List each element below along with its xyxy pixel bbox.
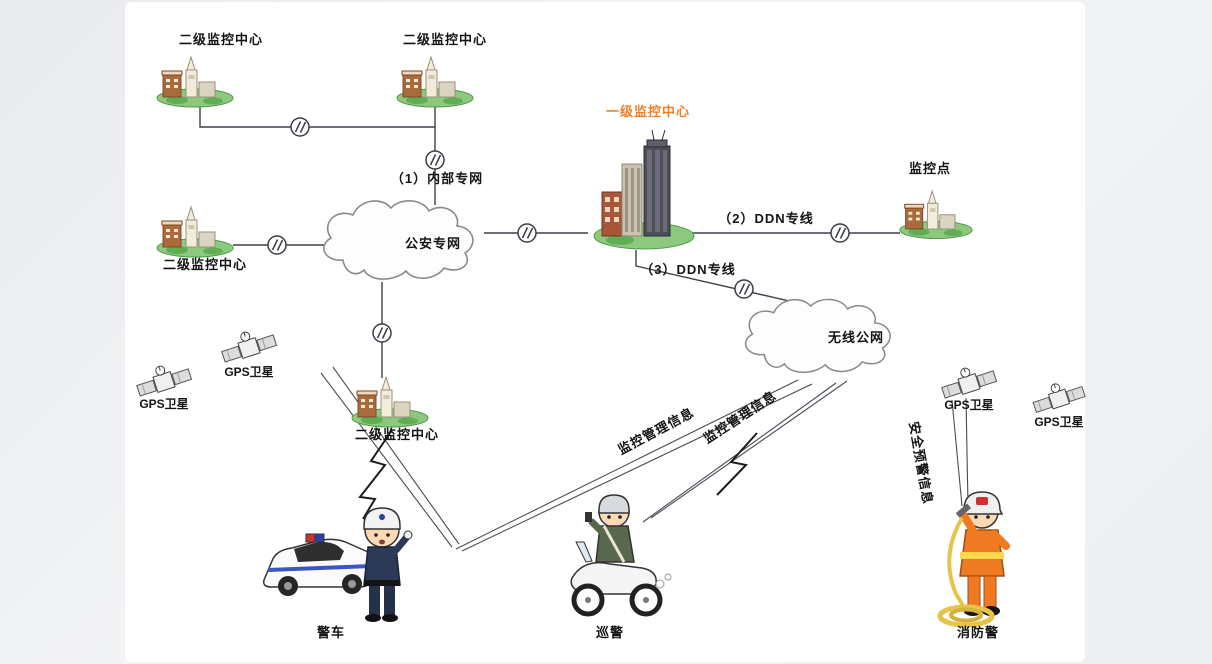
label-secondary-center-2: 二级监控中心 xyxy=(402,32,488,47)
label-wireless-cloud: 无线公网 xyxy=(827,330,885,345)
label-gps-satellite-1: GPS卫星 xyxy=(139,397,189,411)
gps-satellite-icon xyxy=(1029,375,1087,415)
lightning-bolt-icon xyxy=(358,429,393,520)
modem-icon xyxy=(267,235,287,255)
firefighter-illustration xyxy=(937,491,1010,628)
modem-icon xyxy=(830,223,850,243)
label-secondary-center-1: 二级监控中心 xyxy=(178,32,264,47)
label-monitoring-point: 监控点 xyxy=(908,161,952,176)
gps-satellite-icon xyxy=(217,322,278,365)
primary-center-building-icon xyxy=(593,129,695,250)
label-ddn-line-3: （3）DDN专线 xyxy=(640,262,736,277)
label-secondary-center-3: 二级监控中心 xyxy=(162,257,248,272)
monitoring-point-building-icon xyxy=(899,190,973,239)
secondary-center-building-icon xyxy=(351,376,429,428)
modem-icon xyxy=(372,323,392,343)
patrol-officer-illustration xyxy=(570,494,672,617)
secondary-center-building-icon xyxy=(156,206,234,258)
police-car-icon xyxy=(262,533,376,596)
modem-icon xyxy=(290,117,310,137)
label-secondary-center-4: 二级监控中心 xyxy=(354,427,440,442)
label-police-cloud: 公安专网 xyxy=(404,236,462,251)
secondary-center-building-icon xyxy=(156,56,234,108)
label-gps-satellite-3: GPS卫星 xyxy=(944,398,994,412)
label-ddn-line-2: （2）DDN专线 xyxy=(718,211,814,226)
secondary-center-building-icon xyxy=(396,56,474,108)
label-primary-center: 一级监控中心 xyxy=(605,104,691,119)
lightning-bolt-icon xyxy=(716,432,758,496)
gps-satellite-icon xyxy=(937,358,998,401)
modem-icon xyxy=(734,279,754,299)
label-patrol: 巡警 xyxy=(595,625,625,640)
label-police-car: 警车 xyxy=(316,625,346,640)
label-internal-network: （1）内部专网 xyxy=(390,171,484,186)
label-firefighter: 消防警 xyxy=(956,625,1000,640)
police-car-and-officer-illustration xyxy=(262,507,413,622)
gps-satellite-icon xyxy=(132,356,193,399)
modem-icon xyxy=(425,150,445,170)
modem-icon xyxy=(517,223,537,243)
label-gps-satellite-2: GPS卫星 xyxy=(224,365,274,379)
police-officer-icon xyxy=(363,507,413,622)
wireless-beams xyxy=(320,366,969,552)
label-gps-satellite-4: GPS卫星 xyxy=(1034,415,1084,429)
